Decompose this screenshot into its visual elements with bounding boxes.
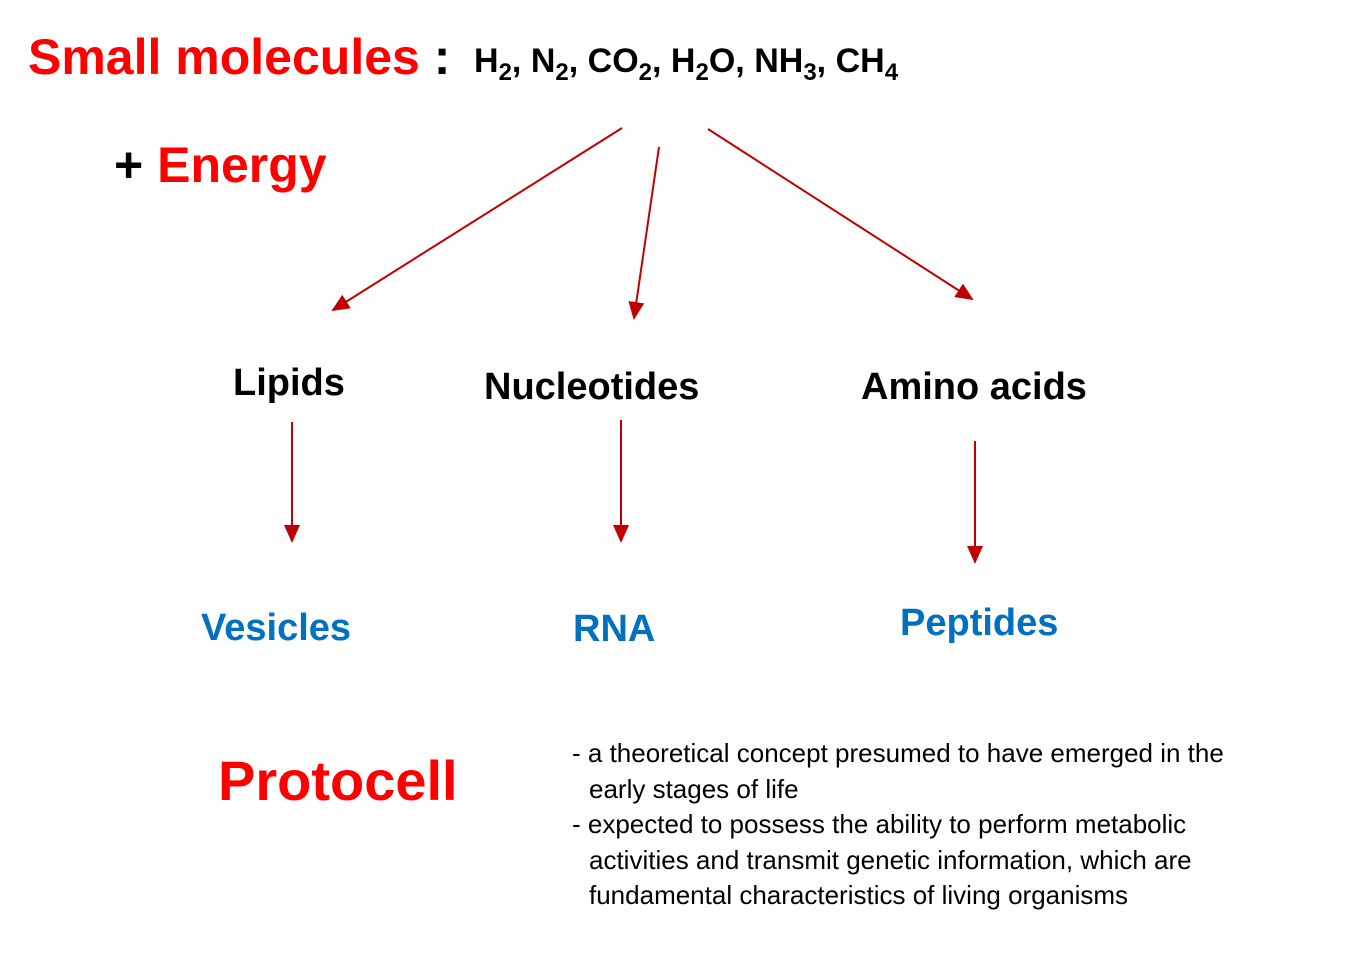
formula-h2: H2, [474, 42, 531, 86]
protocell-label: Protocell [218, 749, 458, 812]
note-line-5: fundamental characteristics of living or… [589, 880, 1129, 910]
nucleotides-label: Nucleotides [484, 366, 700, 408]
arrow-to-nucleotides [628, 146, 660, 320]
protocell-notes: - a theoretical concept presumed to have… [572, 736, 1224, 914]
arrow-to-amino-acids [707, 128, 974, 301]
molecule-formulas: H2, N2, CO2, H2O, NH3, CH4 [474, 42, 899, 86]
energy-label: + Energy [114, 136, 327, 194]
formula-nh3: NH3, [754, 42, 836, 86]
peptides-label: Peptides [900, 602, 1059, 644]
title-colon: : [433, 29, 451, 85]
note-line-2: early stages of life [589, 773, 799, 804]
amino-acids-label: Amino acids [861, 366, 1087, 408]
vesicles-label: Vesicles [201, 607, 352, 649]
energy-text: Energy [157, 137, 327, 193]
formula-ch4: CH4 [835, 42, 899, 86]
arrow-to-lipids [331, 127, 623, 312]
note-line-1: - a theoretical concept presumed to have… [572, 738, 1224, 768]
note-line-4: activities and transmit genetic informat… [589, 844, 1192, 875]
lipids-label: Lipids [233, 362, 345, 404]
plus-sign: + [114, 137, 144, 193]
formula-n2: N2, [530, 42, 588, 86]
formula-co2: CO2, [587, 42, 671, 86]
rna-label: RNA [573, 608, 656, 650]
note-line-3: - expected to possess the ability to per… [572, 809, 1187, 839]
diagram-title: Small molecules : [28, 28, 450, 86]
small-molecules-label: Small molecules [28, 29, 420, 85]
formula-h2o: H2O, [670, 42, 755, 86]
